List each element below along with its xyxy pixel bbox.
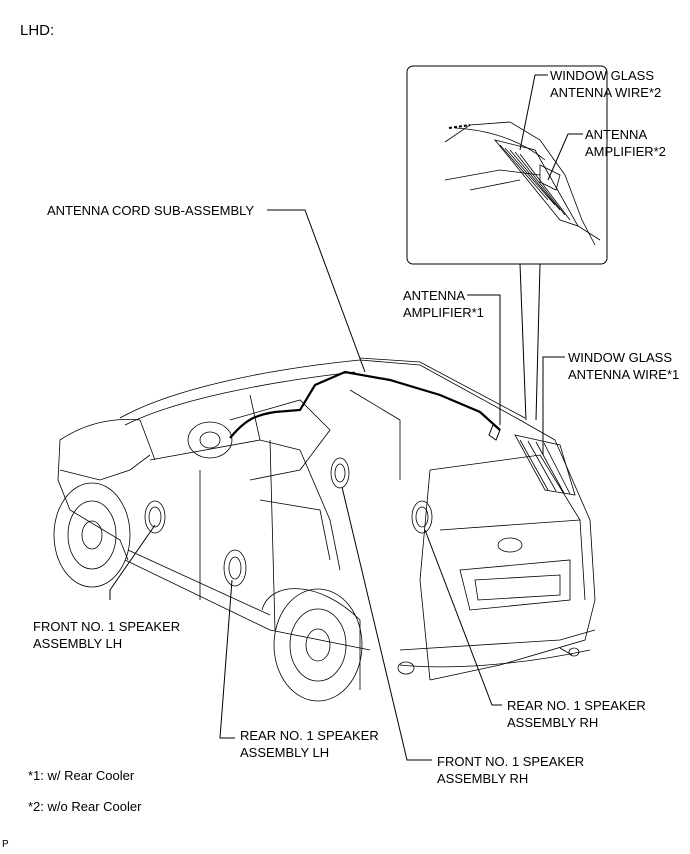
label-antenna-amplifier-2: ANTENNA AMPLIFIER*2	[585, 127, 666, 159]
label-rear-no1-speaker-lh: REAR NO. 1 SPEAKER ASSEMBLY LH	[240, 728, 379, 760]
page-title: LHD:	[20, 22, 55, 39]
label-rear-no1-speaker-rh: REAR NO. 1 SPEAKER ASSEMBLY RH	[507, 698, 646, 730]
label-antenna-amplifier-1: ANTENNA AMPLIFIER*1	[403, 288, 484, 320]
antenna-cord	[229, 370, 501, 439]
wheels	[53, 482, 363, 702]
antenna-amplifier-1-part	[488, 424, 501, 441]
inset-rear-window	[444, 121, 601, 246]
speaker-front-lh	[144, 500, 166, 534]
speaker-rear-lh	[223, 549, 247, 587]
label-antenna-cord-sub-assembly: ANTENNA CORD SUB-ASSEMBLY	[47, 203, 255, 218]
label-window-glass-antenna-wire-1: WINDOW GLASS ANTENNA WIRE*1	[568, 350, 680, 382]
label-front-no1-speaker-rh: FRONT NO. 1 SPEAKER ASSEMBLY RH	[437, 754, 585, 786]
footnote-2: *2: w/o Rear Cooler	[28, 799, 142, 814]
inset-frame	[406, 65, 608, 265]
footnote-1: *1: w/ Rear Cooler	[28, 768, 135, 783]
label-window-glass-antenna-wire-2: WINDOW GLASS ANTENNA WIRE*2	[550, 68, 662, 100]
label-front-no1-speaker-lh: FRONT NO. 1 SPEAKER ASSEMBLY LH	[33, 619, 181, 651]
speaker-front-rh	[330, 457, 350, 489]
leader-lines	[109, 74, 583, 761]
vehicle-body	[57, 357, 596, 681]
speaker-rear-rh	[411, 500, 433, 534]
figure-code: P	[2, 839, 9, 850]
inset-dashed-cord	[448, 124, 471, 129]
